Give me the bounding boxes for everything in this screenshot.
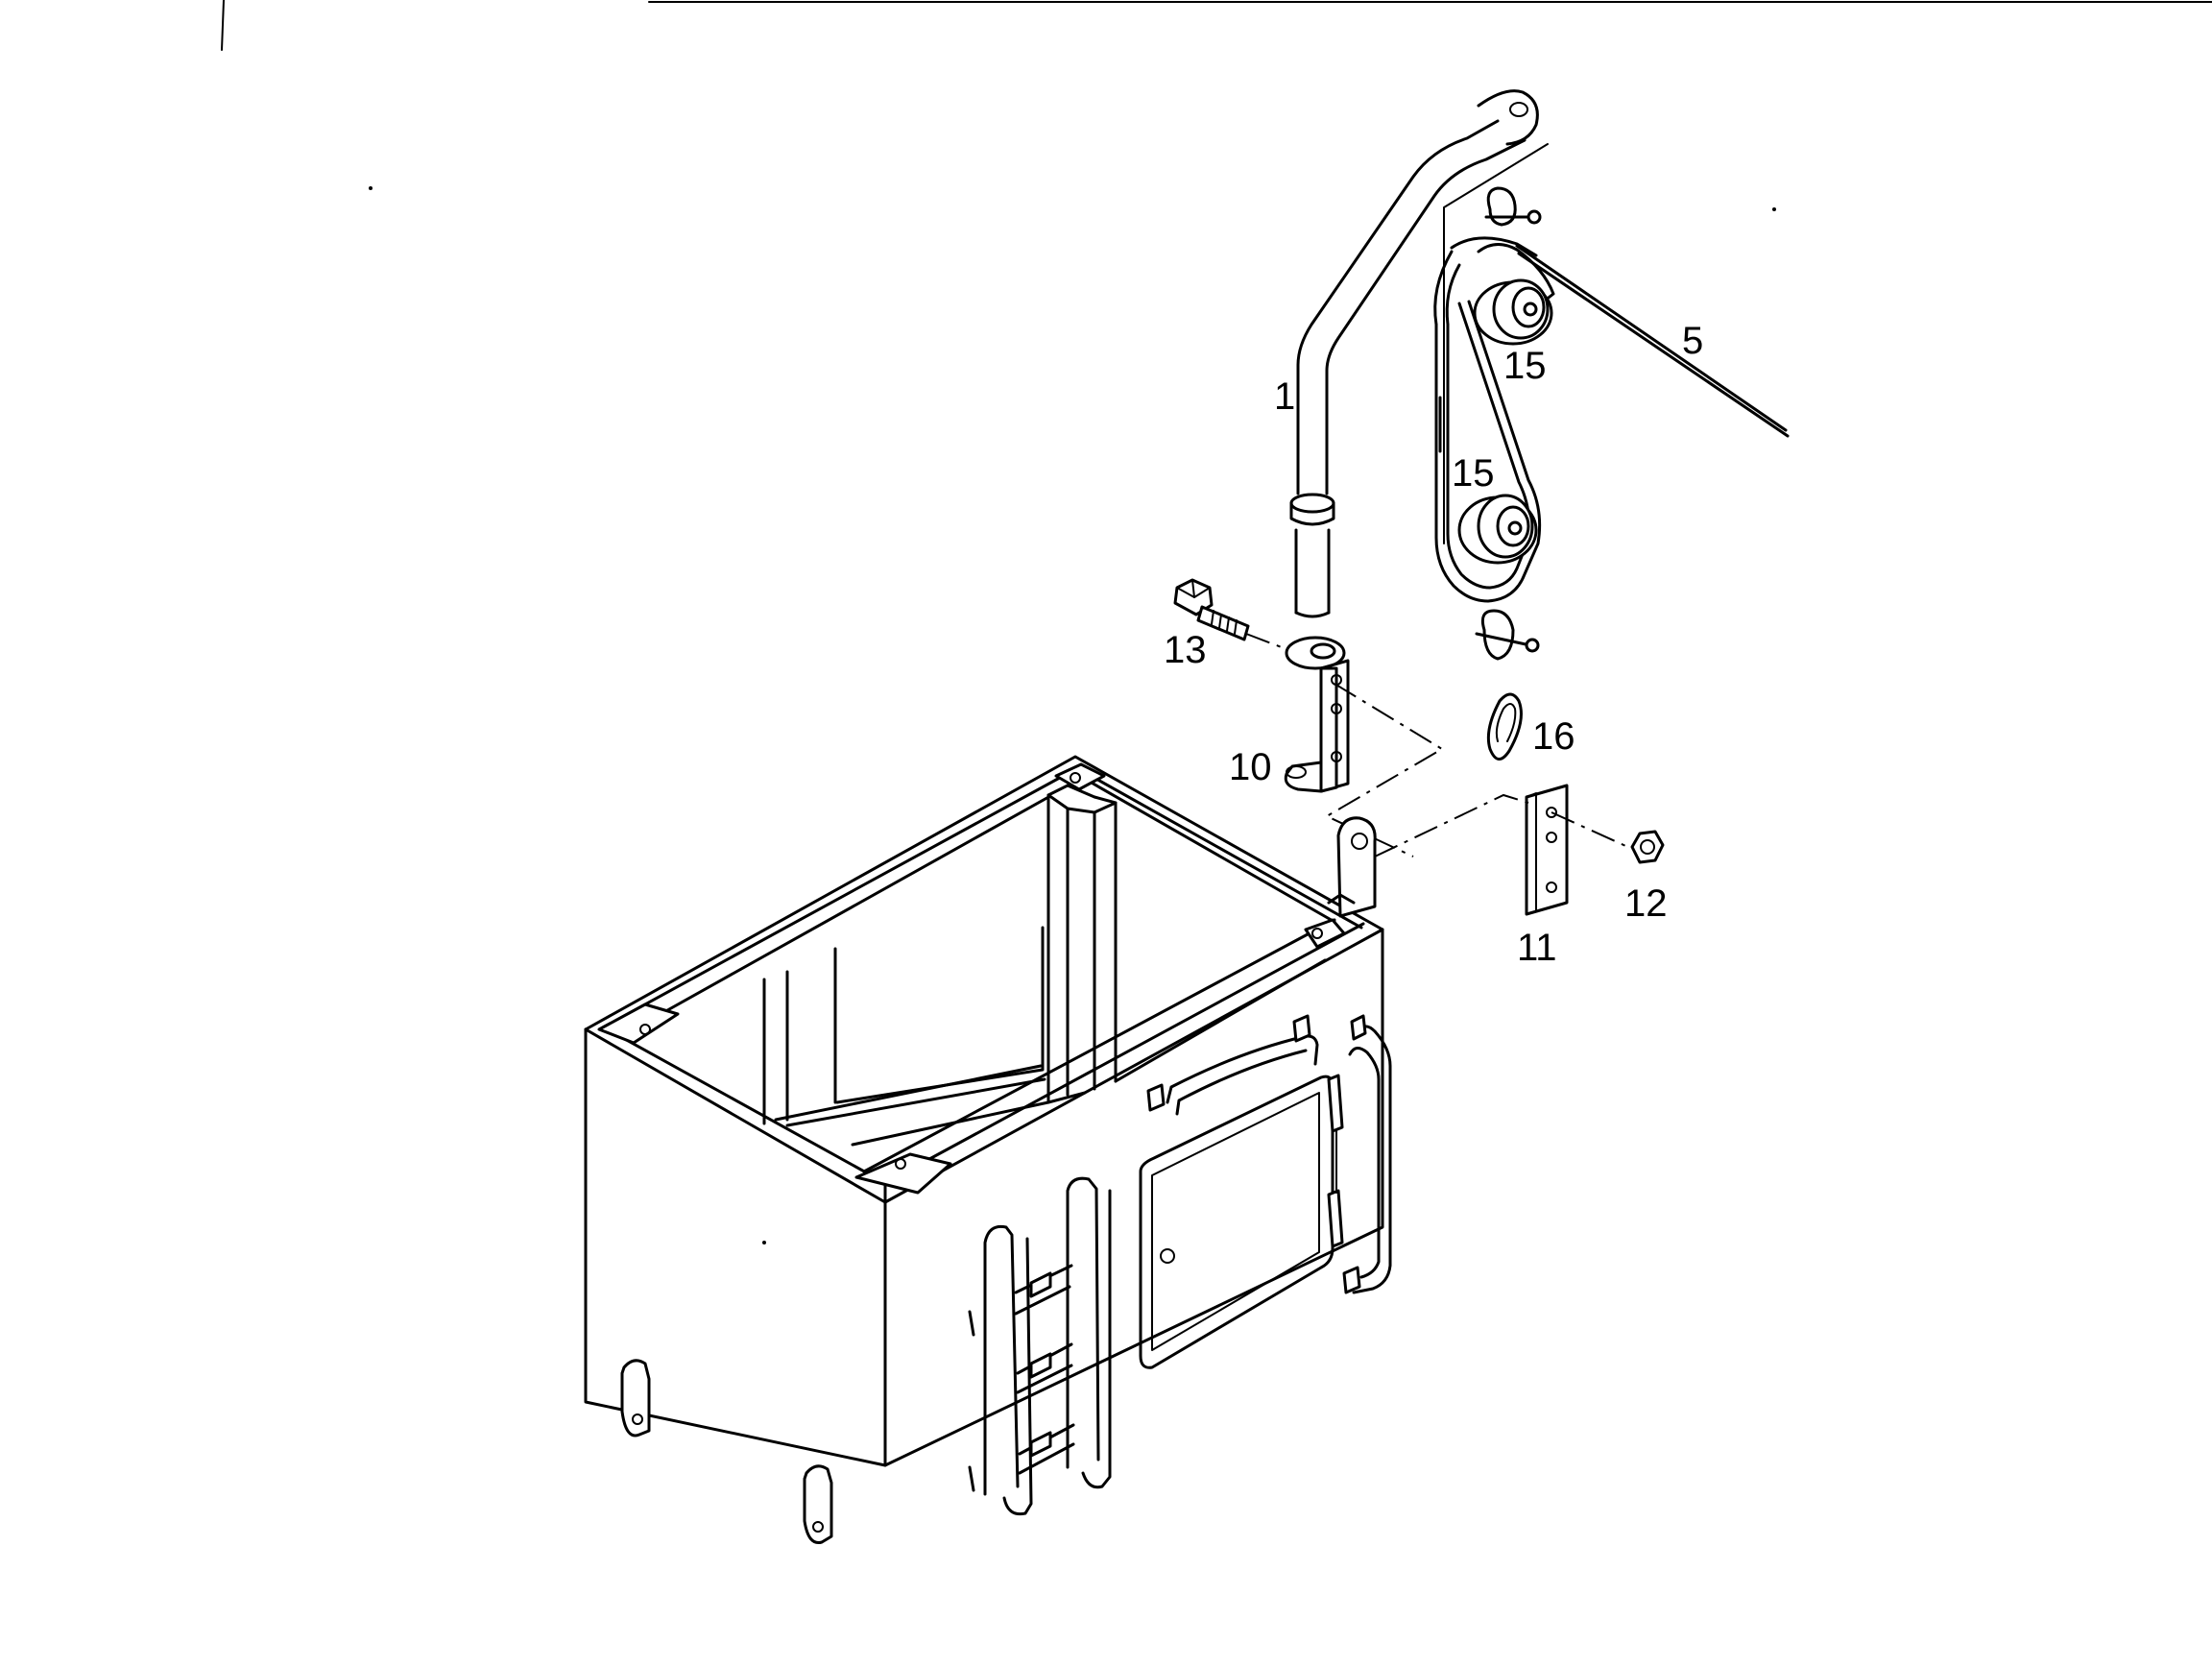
lifting-lug (1327, 816, 1377, 918)
container-box (584, 755, 1384, 1467)
callout-16: 16 (1532, 715, 1575, 758)
mounting-plate (1525, 784, 1569, 916)
hex-nut (1551, 811, 1665, 864)
shackle-bottom (1475, 609, 1540, 661)
scan-specks (369, 186, 1776, 1244)
thimble-link (1486, 692, 1523, 761)
davit-arm (1289, 89, 1539, 618)
callout-15-upper: 15 (1503, 345, 1547, 387)
bolt (1173, 578, 1287, 650)
callout-13: 13 (1164, 629, 1207, 671)
assembly-centerline (1374, 793, 1529, 858)
access-hatch (1139, 1075, 1334, 1369)
callout-1: 1 (1274, 375, 1295, 418)
bracket (1284, 636, 1444, 858)
callout-5: 5 (1682, 320, 1703, 362)
callout-10: 10 (1229, 746, 1272, 788)
ladder (968, 1176, 1112, 1516)
sheave-lower (1457, 494, 1538, 565)
base-lugs (620, 1359, 833, 1545)
callout-11: 11 (1517, 927, 1557, 969)
chain-line (1438, 143, 1549, 544)
side-handle (1327, 1014, 1392, 1294)
hatch-handle (1146, 1014, 1319, 1116)
callout-15-lower: 15 (1452, 452, 1495, 495)
shackle-top (1484, 186, 1542, 227)
sheave-upper (1473, 278, 1553, 346)
callout-12: 12 (1624, 882, 1668, 925)
scan-edge-marks (221, 0, 2212, 51)
